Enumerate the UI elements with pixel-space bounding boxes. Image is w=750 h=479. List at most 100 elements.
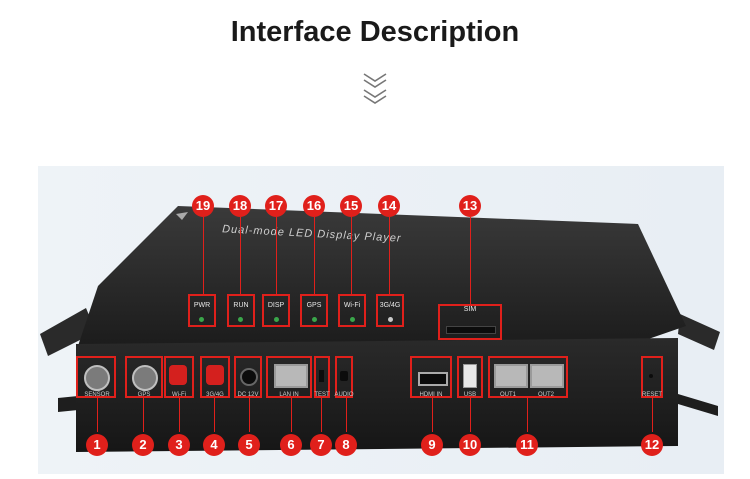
leader-line <box>240 217 241 294</box>
sim-slot <box>446 326 496 334</box>
callout-11: 11 <box>516 434 538 456</box>
test-button-icon <box>319 370 324 382</box>
callout-16: 16 <box>303 195 325 217</box>
callout-1: 1 <box>86 434 108 456</box>
port-box-3g4g <box>200 356 230 398</box>
leader-line <box>249 398 250 432</box>
port-box-wifi <box>164 356 194 398</box>
port-box-sensor <box>76 356 116 398</box>
audio-jack-icon <box>340 371 348 381</box>
leader-line <box>470 398 471 432</box>
callout-14: 14 <box>378 195 400 217</box>
chevron-down-icon <box>363 73 387 104</box>
port-label-lanin: LAN IN <box>279 392 299 398</box>
leader-line <box>276 217 277 294</box>
leader-line <box>321 398 322 432</box>
led-label-pwr: PWR <box>193 302 211 309</box>
callout-5: 5 <box>238 434 260 456</box>
leader-line <box>432 398 433 432</box>
led-indicator-icon <box>312 317 317 322</box>
port-label-out1: OUT1 <box>499 392 516 398</box>
leader-line <box>291 398 292 432</box>
port-box-test <box>314 356 330 398</box>
port-label-wifi: Wi-Fi <box>172 392 186 398</box>
callout-17: 17 <box>265 195 287 217</box>
reset-button-icon <box>649 374 653 378</box>
leader-line <box>179 398 180 432</box>
led-box-disp <box>262 294 290 327</box>
port-label-gps: GPS <box>137 392 151 398</box>
port-box-reset <box>641 356 663 398</box>
led-indicator-icon <box>238 317 243 322</box>
leader-line <box>214 398 215 432</box>
usb-port-icon <box>463 364 477 388</box>
wifi-antenna-icon <box>169 365 187 385</box>
callout-12: 12 <box>641 434 663 456</box>
callout-3: 3 <box>168 434 190 456</box>
callout-9: 9 <box>421 434 443 456</box>
dc-jack-icon <box>240 368 258 386</box>
sim-label: SIM <box>463 306 477 313</box>
callout-7: 7 <box>310 434 332 456</box>
port-label-dc12v: DC 12V <box>237 392 259 398</box>
gps-port-icon <box>132 365 158 391</box>
port-label-audio: AUDIO <box>334 392 354 398</box>
led-label-3g4g: 3G/4G <box>379 302 401 309</box>
callout-18: 18 <box>229 195 251 217</box>
port-box-audio <box>335 356 353 398</box>
page-title: Interface Description <box>230 16 520 48</box>
device-photo: Dual-mode LED Display Player PWR RUN DIS… <box>38 166 724 474</box>
callout-2: 2 <box>132 434 154 456</box>
callout-10: 10 <box>459 434 481 456</box>
port-box-dc12v <box>234 356 262 398</box>
port-box-lanin <box>266 356 312 398</box>
led-indicator-icon <box>199 317 204 322</box>
leader-line <box>203 217 204 294</box>
out1-port-icon <box>494 364 528 388</box>
led-label-disp: DISP <box>267 302 285 309</box>
sim-slot-box <box>438 304 502 340</box>
led-label-wifi: Wi-Fi <box>343 302 361 309</box>
port-label-3g4g: 3G/4G <box>206 392 224 398</box>
led-box-run <box>227 294 255 327</box>
leader-line <box>470 217 471 304</box>
sensor-port-icon <box>84 365 110 391</box>
callout-4: 4 <box>203 434 225 456</box>
led-box-3g4g <box>376 294 404 327</box>
port-box-usb <box>457 356 483 398</box>
port-label-hdmi: HDMI IN <box>419 392 443 398</box>
led-label-run: RUN <box>233 302 249 309</box>
callout-15: 15 <box>340 195 362 217</box>
leader-line <box>527 398 528 432</box>
led-box-gps <box>300 294 328 327</box>
callout-8: 8 <box>335 434 357 456</box>
port-label-test: TEST <box>314 392 330 398</box>
callout-6: 6 <box>280 434 302 456</box>
port-box-gps <box>125 356 163 398</box>
hdmi-port-icon <box>418 372 448 386</box>
leader-line <box>652 398 653 432</box>
leader-line <box>143 398 144 432</box>
out2-port-icon <box>530 364 564 388</box>
callout-13: 13 <box>459 195 481 217</box>
led-indicator-icon <box>274 317 279 322</box>
callout-19: 19 <box>192 195 214 217</box>
led-label-gps: GPS <box>306 302 322 309</box>
3g4g-antenna-icon <box>206 365 224 385</box>
port-label-out2: OUT2 <box>537 392 554 398</box>
lan-port-icon <box>274 364 308 388</box>
port-label-reset: RESET <box>641 392 662 398</box>
led-box-pwr <box>188 294 216 327</box>
port-box-out <box>488 356 568 398</box>
led-box-wifi <box>338 294 366 327</box>
led-indicator-icon <box>388 317 393 322</box>
leader-line <box>314 217 315 294</box>
leader-line <box>97 398 98 432</box>
leader-line <box>389 217 390 294</box>
led-indicator-icon <box>350 317 355 322</box>
port-label-usb: USB <box>463 392 477 398</box>
port-box-hdmi <box>410 356 452 398</box>
leader-line <box>351 217 352 294</box>
port-label-sensor: SENSOR <box>84 392 110 398</box>
leader-line <box>346 398 347 432</box>
